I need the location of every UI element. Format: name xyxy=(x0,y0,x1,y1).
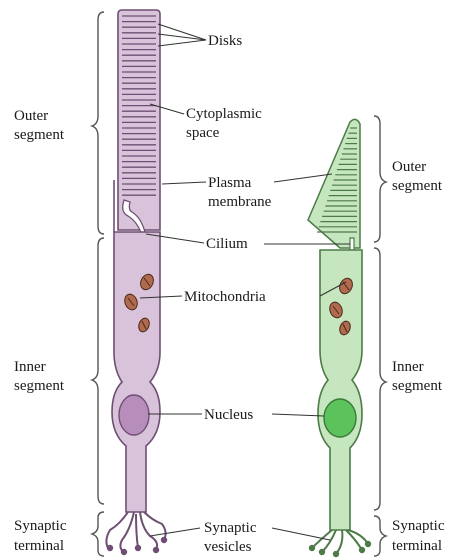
label-cytoplasmic-space: Cytoplasmic space xyxy=(186,106,266,141)
label-plasma-membrane: Plasma membrane xyxy=(208,175,272,210)
label-nucleus: Nucleus xyxy=(204,407,253,423)
brace-synaptic-right xyxy=(374,516,386,556)
labels: Outer segment Inner segment Synaptic ter… xyxy=(14,33,448,555)
rod-outer-segment xyxy=(118,10,160,230)
label-outer-segment-right: Outer segment xyxy=(392,159,443,194)
rod-synaptic-terminal xyxy=(106,512,166,554)
brace-outer-left xyxy=(92,12,104,234)
brace-inner-left xyxy=(92,238,104,504)
cone-disks xyxy=(317,128,357,232)
label-disks: Disks xyxy=(208,33,242,49)
brace-synaptic-left xyxy=(92,512,104,556)
label-synaptic-vesicles: Synaptic vesicles xyxy=(204,520,260,555)
brace-inner-right xyxy=(374,248,386,510)
label-mitochondria: Mitochondria xyxy=(184,289,266,305)
leader-lines xyxy=(140,24,350,540)
label-outer-segment-left: Outer segment xyxy=(14,108,65,143)
brace-outer-right xyxy=(374,116,386,242)
label-cilium: Cilium xyxy=(206,236,248,252)
label-inner-segment-left: Inner segment xyxy=(14,359,65,394)
cone-cell xyxy=(308,119,370,556)
rod-inner-segment xyxy=(112,232,160,512)
label-inner-segment-right: Inner segment xyxy=(392,359,443,394)
label-synaptic-terminal-left: Synaptic terminal xyxy=(14,518,70,554)
rod-cell xyxy=(106,10,166,554)
cone-nucleus xyxy=(324,399,356,437)
rod-nucleus xyxy=(119,395,149,435)
cone-synaptic-terminal xyxy=(310,530,370,556)
cone-inner-segment xyxy=(318,250,362,530)
label-synaptic-terminal-right: Synaptic terminal xyxy=(392,518,448,554)
